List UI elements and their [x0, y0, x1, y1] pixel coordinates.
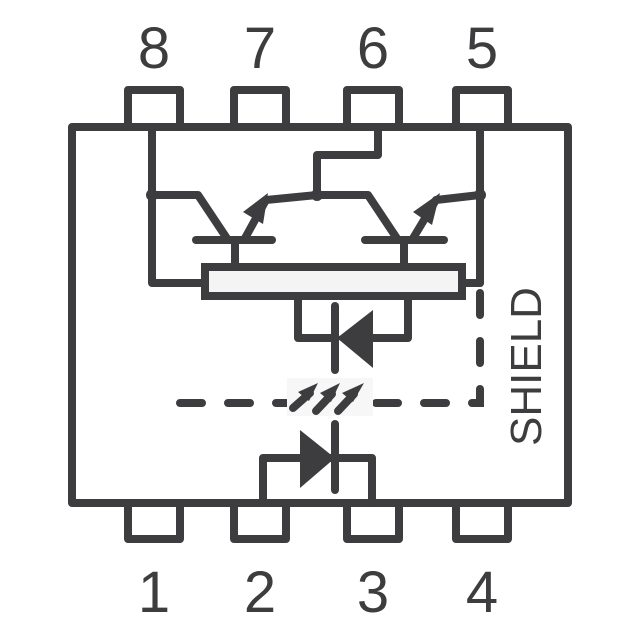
bottom-pins: [124, 499, 512, 543]
pin-3: [343, 499, 403, 543]
shield-label: SHIELD: [502, 287, 551, 446]
pin-2: [230, 499, 290, 543]
package-body: [68, 123, 572, 507]
pin-label-7: 7: [244, 16, 276, 81]
led: [259, 420, 376, 507]
base-bar: [201, 263, 466, 300]
pin-7: [230, 86, 290, 131]
photodiode: [294, 292, 412, 374]
pin-label-5: 5: [466, 16, 498, 81]
top-pins: [124, 86, 512, 131]
pin-label-4: 4: [466, 560, 498, 625]
transistor-1: [148, 191, 321, 271]
pin-8: [124, 86, 184, 131]
pin-1: [124, 499, 184, 543]
pin-label-6: 6: [357, 16, 389, 81]
pin-label-2: 2: [244, 560, 276, 625]
pin-label-3: 3: [357, 560, 389, 625]
emitter-arrow-icon: [243, 193, 268, 224]
led-triangle-icon: [300, 430, 335, 488]
pin-4: [452, 499, 512, 543]
light-arrows-icon: [287, 378, 373, 416]
pin-6: [343, 86, 403, 131]
diode-triangle-icon: [337, 310, 373, 368]
emitter-arrow-icon: [413, 193, 440, 225]
pin-5: [452, 86, 512, 131]
pin-label-1: 1: [138, 560, 170, 625]
shield-line: [176, 286, 484, 407]
pin-label-8: 8: [138, 16, 170, 81]
transistor-2: [313, 191, 484, 271]
